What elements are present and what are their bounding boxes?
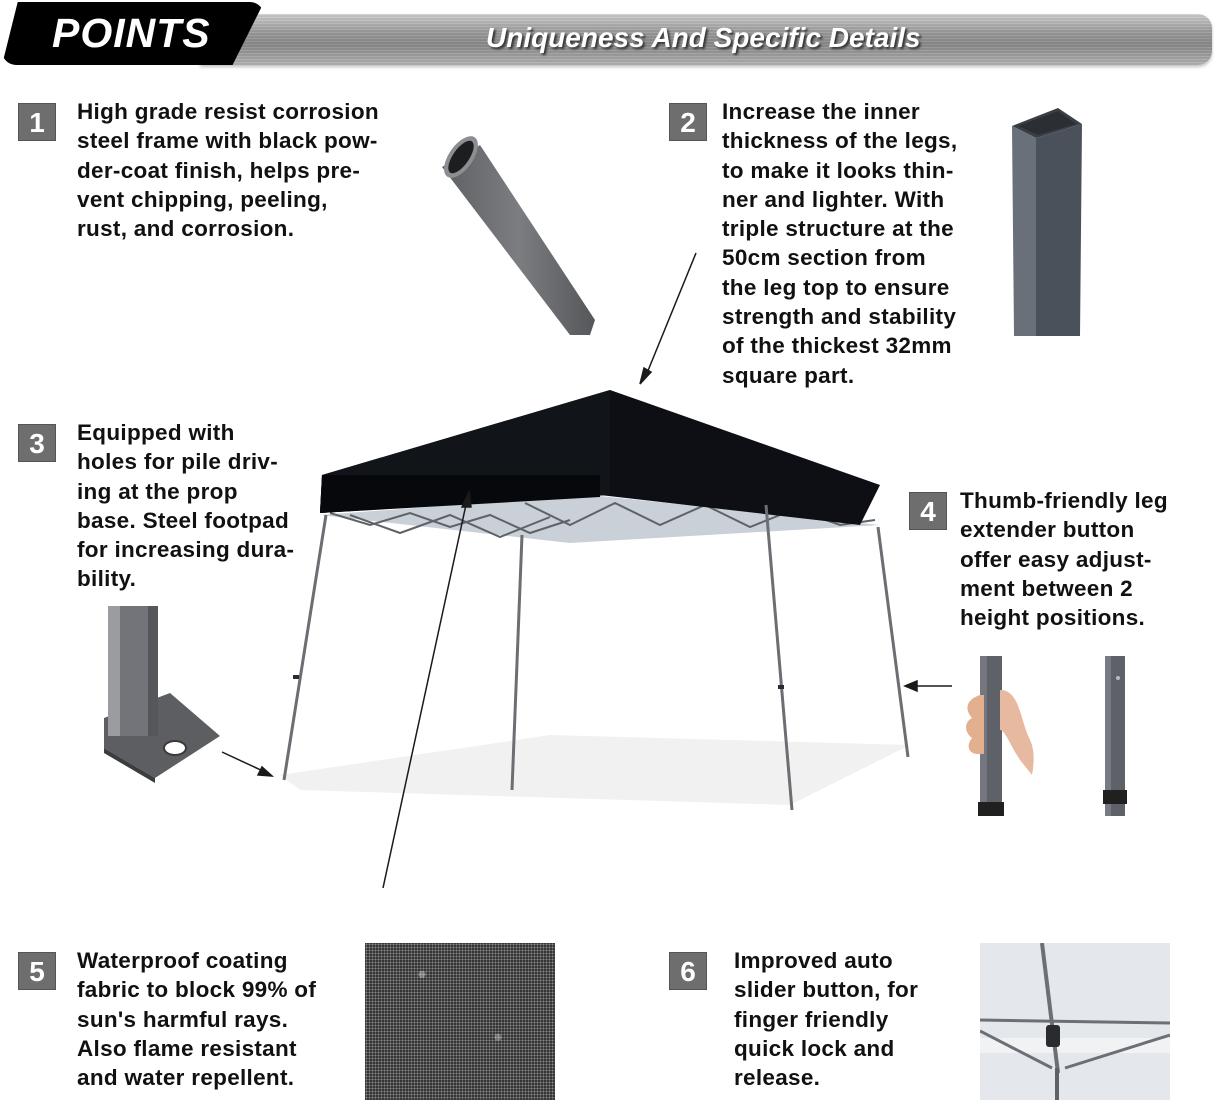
number-badge: 6 [669,952,707,990]
banner-black-tab [2,2,264,65]
banner-gray-bar [200,14,1212,65]
header-banner: POINTS Uniqueness And Specific Details [0,0,1214,72]
number-badge: 4 [909,492,947,530]
number-badge: 3 [18,424,56,462]
leg-extender-image [966,656,1127,816]
number-badge: 1 [18,103,56,141]
feature-text: Increase the inner thickness of the legs… [722,99,958,388]
oval-tube-image [442,136,595,335]
feature-text: Thumb-friendly leg extender button offer… [960,488,1168,631]
feature-text: High grade resist corrosion steel frame … [77,99,379,242]
footpad-image [104,606,220,783]
fabric-image [365,943,555,1100]
number-badge: 2 [669,103,707,141]
feature-text: Equipped with holes for pile driv- ing a… [77,420,295,592]
square-leg-image [1012,108,1082,336]
banner-title: POINTS [52,10,211,56]
feature-text: Improved auto slider button, for finger … [734,948,919,1091]
banner-subtitle: Uniqueness And Specific Details [486,22,921,53]
feature-text: Waterproof coating fabric to block 99% o… [77,948,317,1091]
number-badge: 5 [18,952,56,990]
auto-slider-image [980,943,1170,1100]
canopy-tent-image [280,390,910,811]
